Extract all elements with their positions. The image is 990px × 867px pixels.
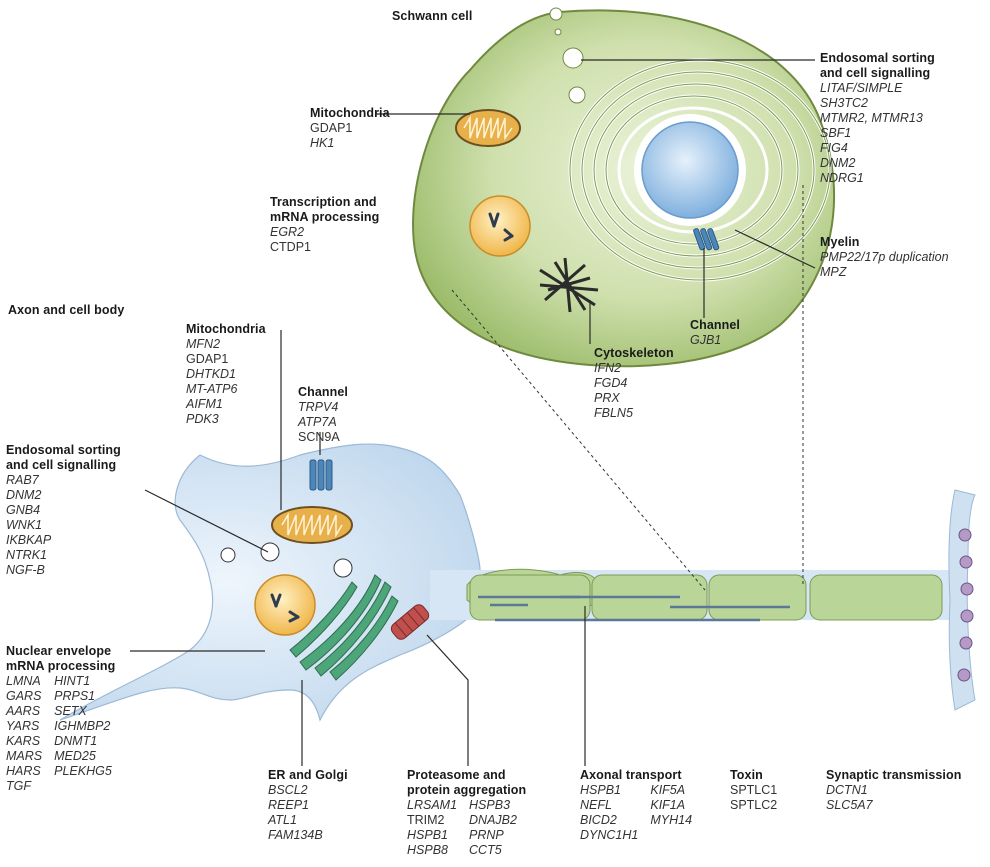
schwann-cytoskeleton-label: Cytoskeleton IFN2 FGD4 PRX FBLN5 bbox=[594, 346, 674, 421]
axon-er-golgi-label: ER and Golgi BSCL2 REEP1 ATL1 FAM134B bbox=[268, 768, 348, 843]
schwann-transcription-label: Transcription and mRNA processing EGR2 C… bbox=[270, 195, 379, 255]
axon-transport-label: Axonal transport HSPB1 NEFL BICD2 DYNC1H… bbox=[580, 768, 692, 843]
axon-endosomal-label: Endosomal sorting and cell signalling RA… bbox=[6, 443, 121, 578]
schwann-mitochondria-label: Mitochondria GDAP1 HK1 bbox=[310, 106, 390, 151]
schwann-endosomal-label: Endosomal sorting and cell signalling LI… bbox=[820, 51, 935, 186]
axon-nuclear-label: Nuclear envelope mRNA processing LMNA GA… bbox=[6, 644, 115, 794]
schwann-channel-label: Channel GJB1 bbox=[690, 318, 740, 348]
axon-proteasome-label: Proteasome and protein aggregation LRSAM… bbox=[407, 768, 526, 858]
axon-mitochondria-label: Mitochondria MFN2 GDAP1 DHTKD1 MT-ATP6 A… bbox=[186, 322, 266, 427]
axon-cell-body-title: Axon and cell body bbox=[8, 303, 124, 318]
schwann-cell-title: Schwann cell bbox=[392, 9, 472, 24]
axon-synaptic-label: Synaptic transmission DCTN1 SLC5A7 bbox=[826, 768, 961, 813]
schwann-nucleus bbox=[470, 196, 530, 256]
neuron-nucleus bbox=[255, 575, 315, 635]
neuron-channel bbox=[310, 460, 332, 490]
axon-channel-label: Channel TRPV4 ATP7A SCN9A bbox=[298, 385, 348, 445]
schwann-myelin-label: Myelin PMP22/17p duplication MPZ bbox=[820, 235, 949, 280]
axon-cross-section bbox=[642, 122, 738, 218]
axon-toxin-label: Toxin SPTLC1 SPTLC2 bbox=[730, 768, 777, 813]
